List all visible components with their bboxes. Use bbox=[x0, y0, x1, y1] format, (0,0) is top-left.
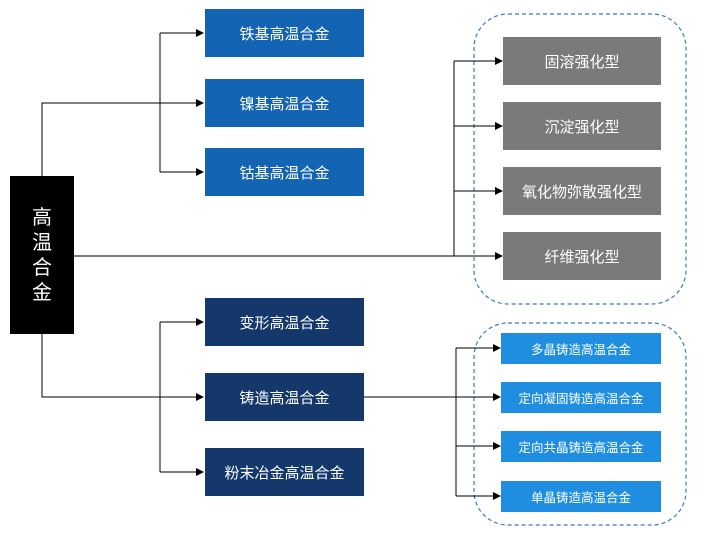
node-cobalt-base: 钴基高温合金 bbox=[205, 148, 364, 196]
casting-group-frame bbox=[473, 322, 687, 526]
node-fiber: 纤维强化型 bbox=[503, 232, 661, 280]
node-cast: 铸造高温合金 bbox=[205, 373, 364, 421]
node-directional-eutectic-cast: 定向共晶铸造高温合金 bbox=[501, 431, 661, 462]
node-single-crystal-cast: 单晶铸造高温合金 bbox=[501, 481, 661, 512]
node-oxide-dispersion: 氧化物弥散强化型 bbox=[503, 167, 661, 215]
node-wrought: 变形高温合金 bbox=[205, 298, 364, 346]
strengthening-group-frame bbox=[473, 13, 687, 305]
node-polycrystal-cast: 多晶铸造高温合金 bbox=[501, 333, 661, 364]
root-to-base-line bbox=[41, 102, 160, 176]
root-char: 金 bbox=[32, 280, 52, 304]
root-char: 温 bbox=[32, 230, 52, 254]
node-powder-metallurgy: 粉末冶金高温合金 bbox=[205, 448, 364, 496]
root-char: 高 bbox=[32, 205, 52, 229]
root-to-process-line bbox=[41, 334, 160, 398]
node-solid-solution: 固溶强化型 bbox=[503, 37, 661, 85]
root-char: 合 bbox=[32, 255, 52, 279]
node-directional-solidification-cast: 定向凝固铸造高温合金 bbox=[501, 382, 661, 413]
node-precipitation: 沉淀强化型 bbox=[503, 102, 661, 150]
node-nickel-base: 镍基高温合金 bbox=[205, 79, 364, 127]
node-iron-base: 铁基高温合金 bbox=[205, 9, 364, 57]
root-node-superalloy: 高 温 合 金 bbox=[10, 176, 74, 334]
